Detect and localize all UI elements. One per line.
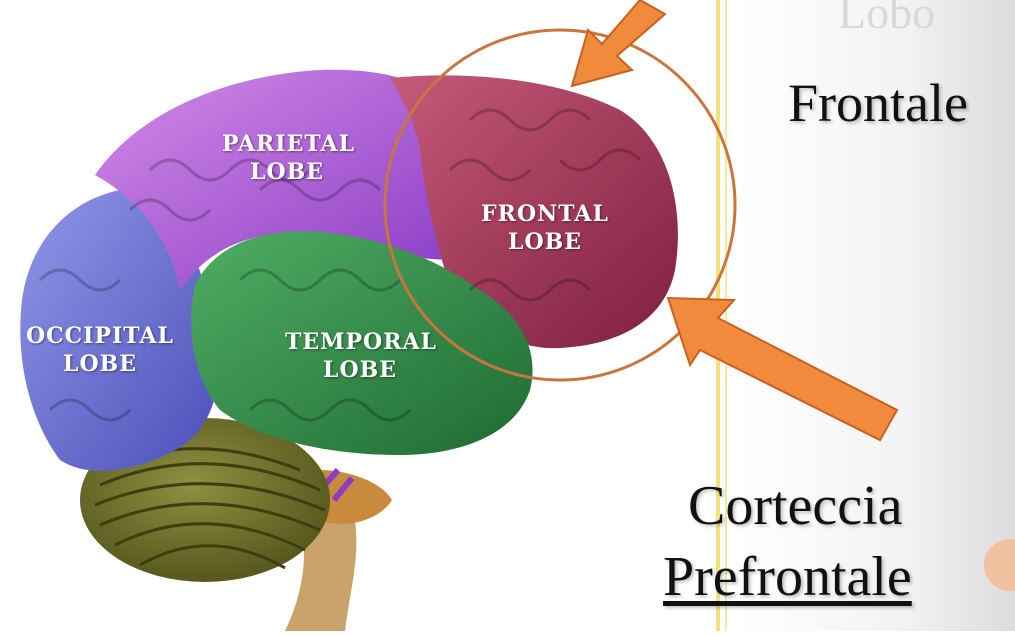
caption-line-1: Corteccia <box>688 474 903 538</box>
arrow-top <box>572 0 665 86</box>
title-line-2: Frontale <box>788 72 968 134</box>
title-line-1: Lobo <box>838 0 935 39</box>
caption-line-2: Prefrontale <box>663 545 912 609</box>
